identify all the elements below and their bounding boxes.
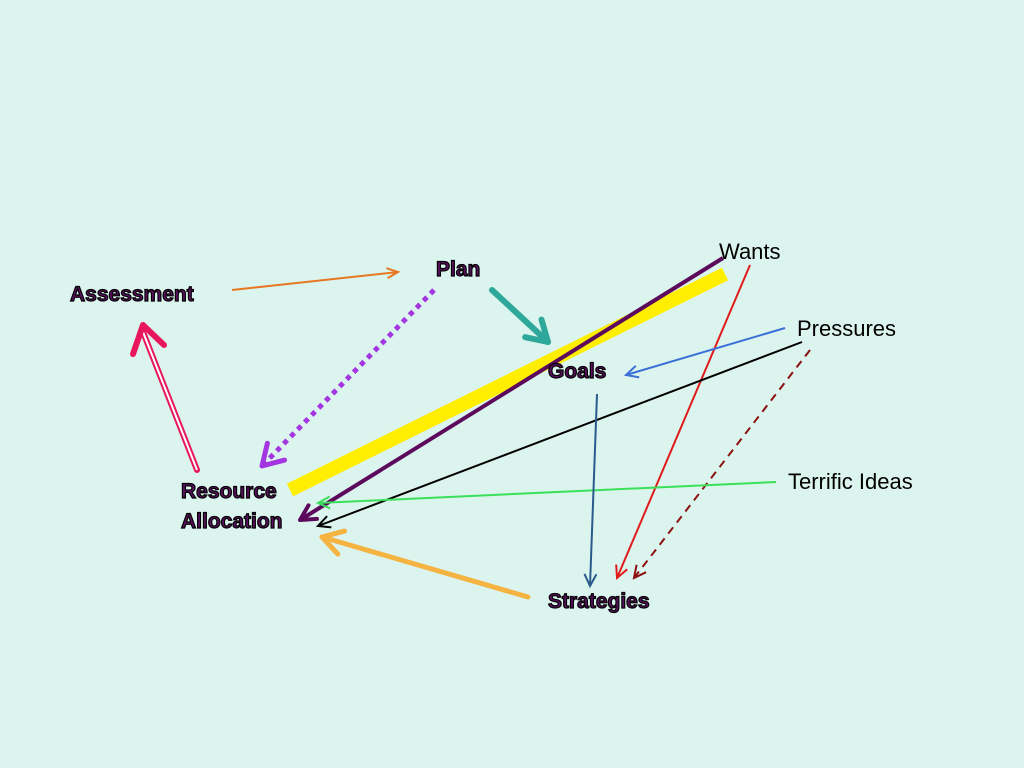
arrow-plan-to-goals (489, 287, 551, 345)
node-strategies: Strategies (547, 589, 650, 613)
node-goals: Goals (547, 359, 607, 383)
input-wants: Wants (719, 239, 781, 264)
arrow-strategies-to-resource (319, 528, 531, 600)
arrow-pressures-to-resource (315, 341, 803, 529)
node-resource-allocation-line-2: Allocation (180, 509, 283, 533)
arrow-resource-to-assessment (130, 322, 200, 473)
arrow-assessment-to-plan (231, 272, 398, 291)
node-assessment: Assessment (69, 282, 194, 306)
input-pressures: Pressures (797, 316, 897, 341)
node-resource-allocation: Resource Allocation (180, 477, 283, 537)
input-terrific-ideas: Terrific Ideas (788, 469, 913, 494)
arrow-wants-to-resource-highlight (286, 267, 729, 497)
arrow-pressures-to-goals (623, 327, 786, 379)
node-plan: Plan (435, 257, 481, 281)
node-resource-allocation-line-1: Resource (180, 479, 277, 503)
arrow-wants-to-resource (298, 256, 725, 522)
arrow-ideas-to-resource (315, 481, 777, 510)
arrow-plan-to-resource-dotted (259, 288, 436, 469)
arrow-goals-to-strategies (583, 393, 598, 589)
arrow-pressures-to-strategies-dashed (632, 349, 811, 580)
arrow-wants-to-strategies (615, 264, 751, 581)
